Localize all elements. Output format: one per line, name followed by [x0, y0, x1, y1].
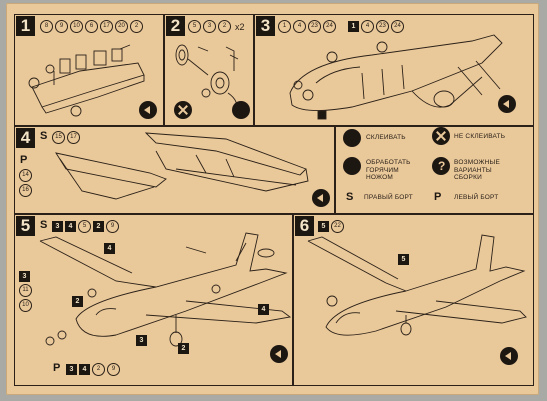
step-6-number: 6 [295, 216, 314, 236]
legend-variants: ВОЗМОЖНЫЕ ВАРИАНТЫ СБОРКИ [454, 159, 501, 181]
step-1-refs: 8 9 10 6 17 20 2 [40, 20, 143, 33]
step-6-refs: 5 22 [318, 220, 344, 233]
next-arrow-icon [139, 101, 157, 119]
next-arrow-icon [270, 345, 288, 363]
ref-part: 16 [19, 184, 32, 197]
aircraft-assembly-step5-drawing [39, 232, 292, 347]
legend-no-glue: НЕ СКЛЕИВАТЬ [454, 133, 506, 140]
ref-step: 3 [52, 221, 63, 232]
ref-part: 17 [100, 20, 113, 33]
next-arrow-icon [312, 189, 330, 207]
step-2-number: 2 [166, 16, 185, 36]
ref-part: 4 [293, 20, 306, 33]
step-3-number: 3 [256, 16, 275, 36]
ref-part: 2 [218, 20, 231, 33]
callout-step: 5 [398, 254, 409, 265]
side-letter-s: S [40, 219, 48, 231]
ref-part: 14 [19, 169, 32, 182]
side-letter-p: P [53, 362, 61, 374]
step-4-panel [14, 126, 335, 214]
ref-part: 22 [331, 220, 344, 233]
ref-part: 1 [278, 20, 291, 33]
ref-part: 9 [106, 220, 119, 233]
callout-step: 4 [104, 243, 115, 254]
ref-part: 10 [19, 299, 32, 312]
step-5-bottom-refs: 3 4 2 9 [66, 363, 120, 376]
step-4-number: 4 [16, 128, 35, 148]
callout-step: 3 [136, 335, 147, 346]
quantity-label: x2 [235, 21, 245, 32]
ref-part: 4 [361, 20, 374, 33]
ref-step: 3 [66, 364, 77, 375]
step-4-p-refs: 14 16 [19, 169, 32, 197]
ref-part: 24 [391, 20, 404, 33]
variants-icon [432, 157, 450, 175]
ref-step: 5 [318, 221, 329, 232]
step-1-panel [14, 14, 164, 126]
step-2-panel [164, 14, 254, 126]
legend-p-letter: P [434, 191, 442, 203]
callout-step: 4 [258, 304, 269, 315]
ref-part: 24 [323, 20, 336, 33]
legend-hot-knife: ОБРАБОТАТЬ ГОРЯЧИМ НОЖОМ [366, 159, 411, 181]
legend-right-side: ПРАВЫЙ БОРТ [364, 194, 413, 201]
ref-part: 2 [130, 20, 143, 33]
ref-part: 6 [85, 20, 98, 33]
ref-part: 2 [92, 363, 105, 376]
cockpit-parts-drawing [28, 44, 145, 117]
no-glue-icon [432, 127, 450, 145]
ref-part: 20 [115, 20, 128, 33]
next-arrow-icon [498, 95, 516, 113]
wing-parts-drawing [55, 132, 309, 200]
ref-part: 3 [203, 20, 216, 33]
step-4-refs: 15 17 [52, 131, 80, 144]
step-1-number: 1 [16, 16, 35, 36]
ref-part: 15 [52, 131, 65, 144]
instruction-sheet: 1 8 9 10 6 17 20 2 2 5 3 2 x2 3 1 [6, 3, 539, 395]
ref-step: 3 [19, 271, 30, 282]
ref-part: 9 [55, 20, 68, 33]
ref-part: 5 [78, 220, 91, 233]
hot-knife-icon [232, 101, 250, 119]
next-arrow-icon [500, 347, 518, 365]
ref-step: 2 [93, 221, 104, 232]
ref-part: 10 [70, 20, 83, 33]
legend-left-side: ЛЕВЫЙ БОРТ [454, 194, 499, 201]
step-5-refs: 3 4 5 2 9 [52, 220, 119, 233]
legend-s-letter: S [346, 191, 354, 203]
ref-part: 8 [40, 20, 53, 33]
step-5-left-refs: 3 11 10 [19, 271, 32, 312]
hot-knife-icon [343, 157, 361, 175]
side-letter-p: P [20, 154, 28, 166]
ref-part: 11 [19, 284, 32, 297]
callout-step: 2 [72, 296, 83, 307]
completed-aircraft-drawing [307, 234, 527, 336]
step-5-number: 5 [16, 216, 35, 236]
ref-part: 9 [107, 363, 120, 376]
legend-panel [335, 126, 534, 214]
ref-step: 4 [79, 364, 90, 375]
step-3-refs: 1 4 23 24 1 4 23 24 [278, 20, 404, 33]
step-3-panel [254, 14, 534, 126]
callout-step: 2 [178, 343, 189, 354]
step-6-panel [293, 214, 534, 386]
ref-step: 4 [65, 221, 76, 232]
no-glue-icon [174, 101, 192, 119]
fuselage-assembly-drawing [289, 34, 503, 120]
ref-part: 23 [308, 20, 321, 33]
ref-part: 5 [188, 20, 201, 33]
side-letter-s: S [40, 130, 48, 142]
ref-part: 23 [376, 20, 389, 33]
ref-part: 17 [67, 131, 80, 144]
glue-icon [343, 129, 361, 147]
step-5-panel [14, 214, 293, 386]
ref-step: 1 [348, 21, 359, 32]
legend-glue: СКЛЕИВАТЬ [366, 134, 406, 141]
step-2-refs: 5 3 2 x2 [188, 20, 245, 33]
wheel-parts-drawing [175, 44, 239, 114]
